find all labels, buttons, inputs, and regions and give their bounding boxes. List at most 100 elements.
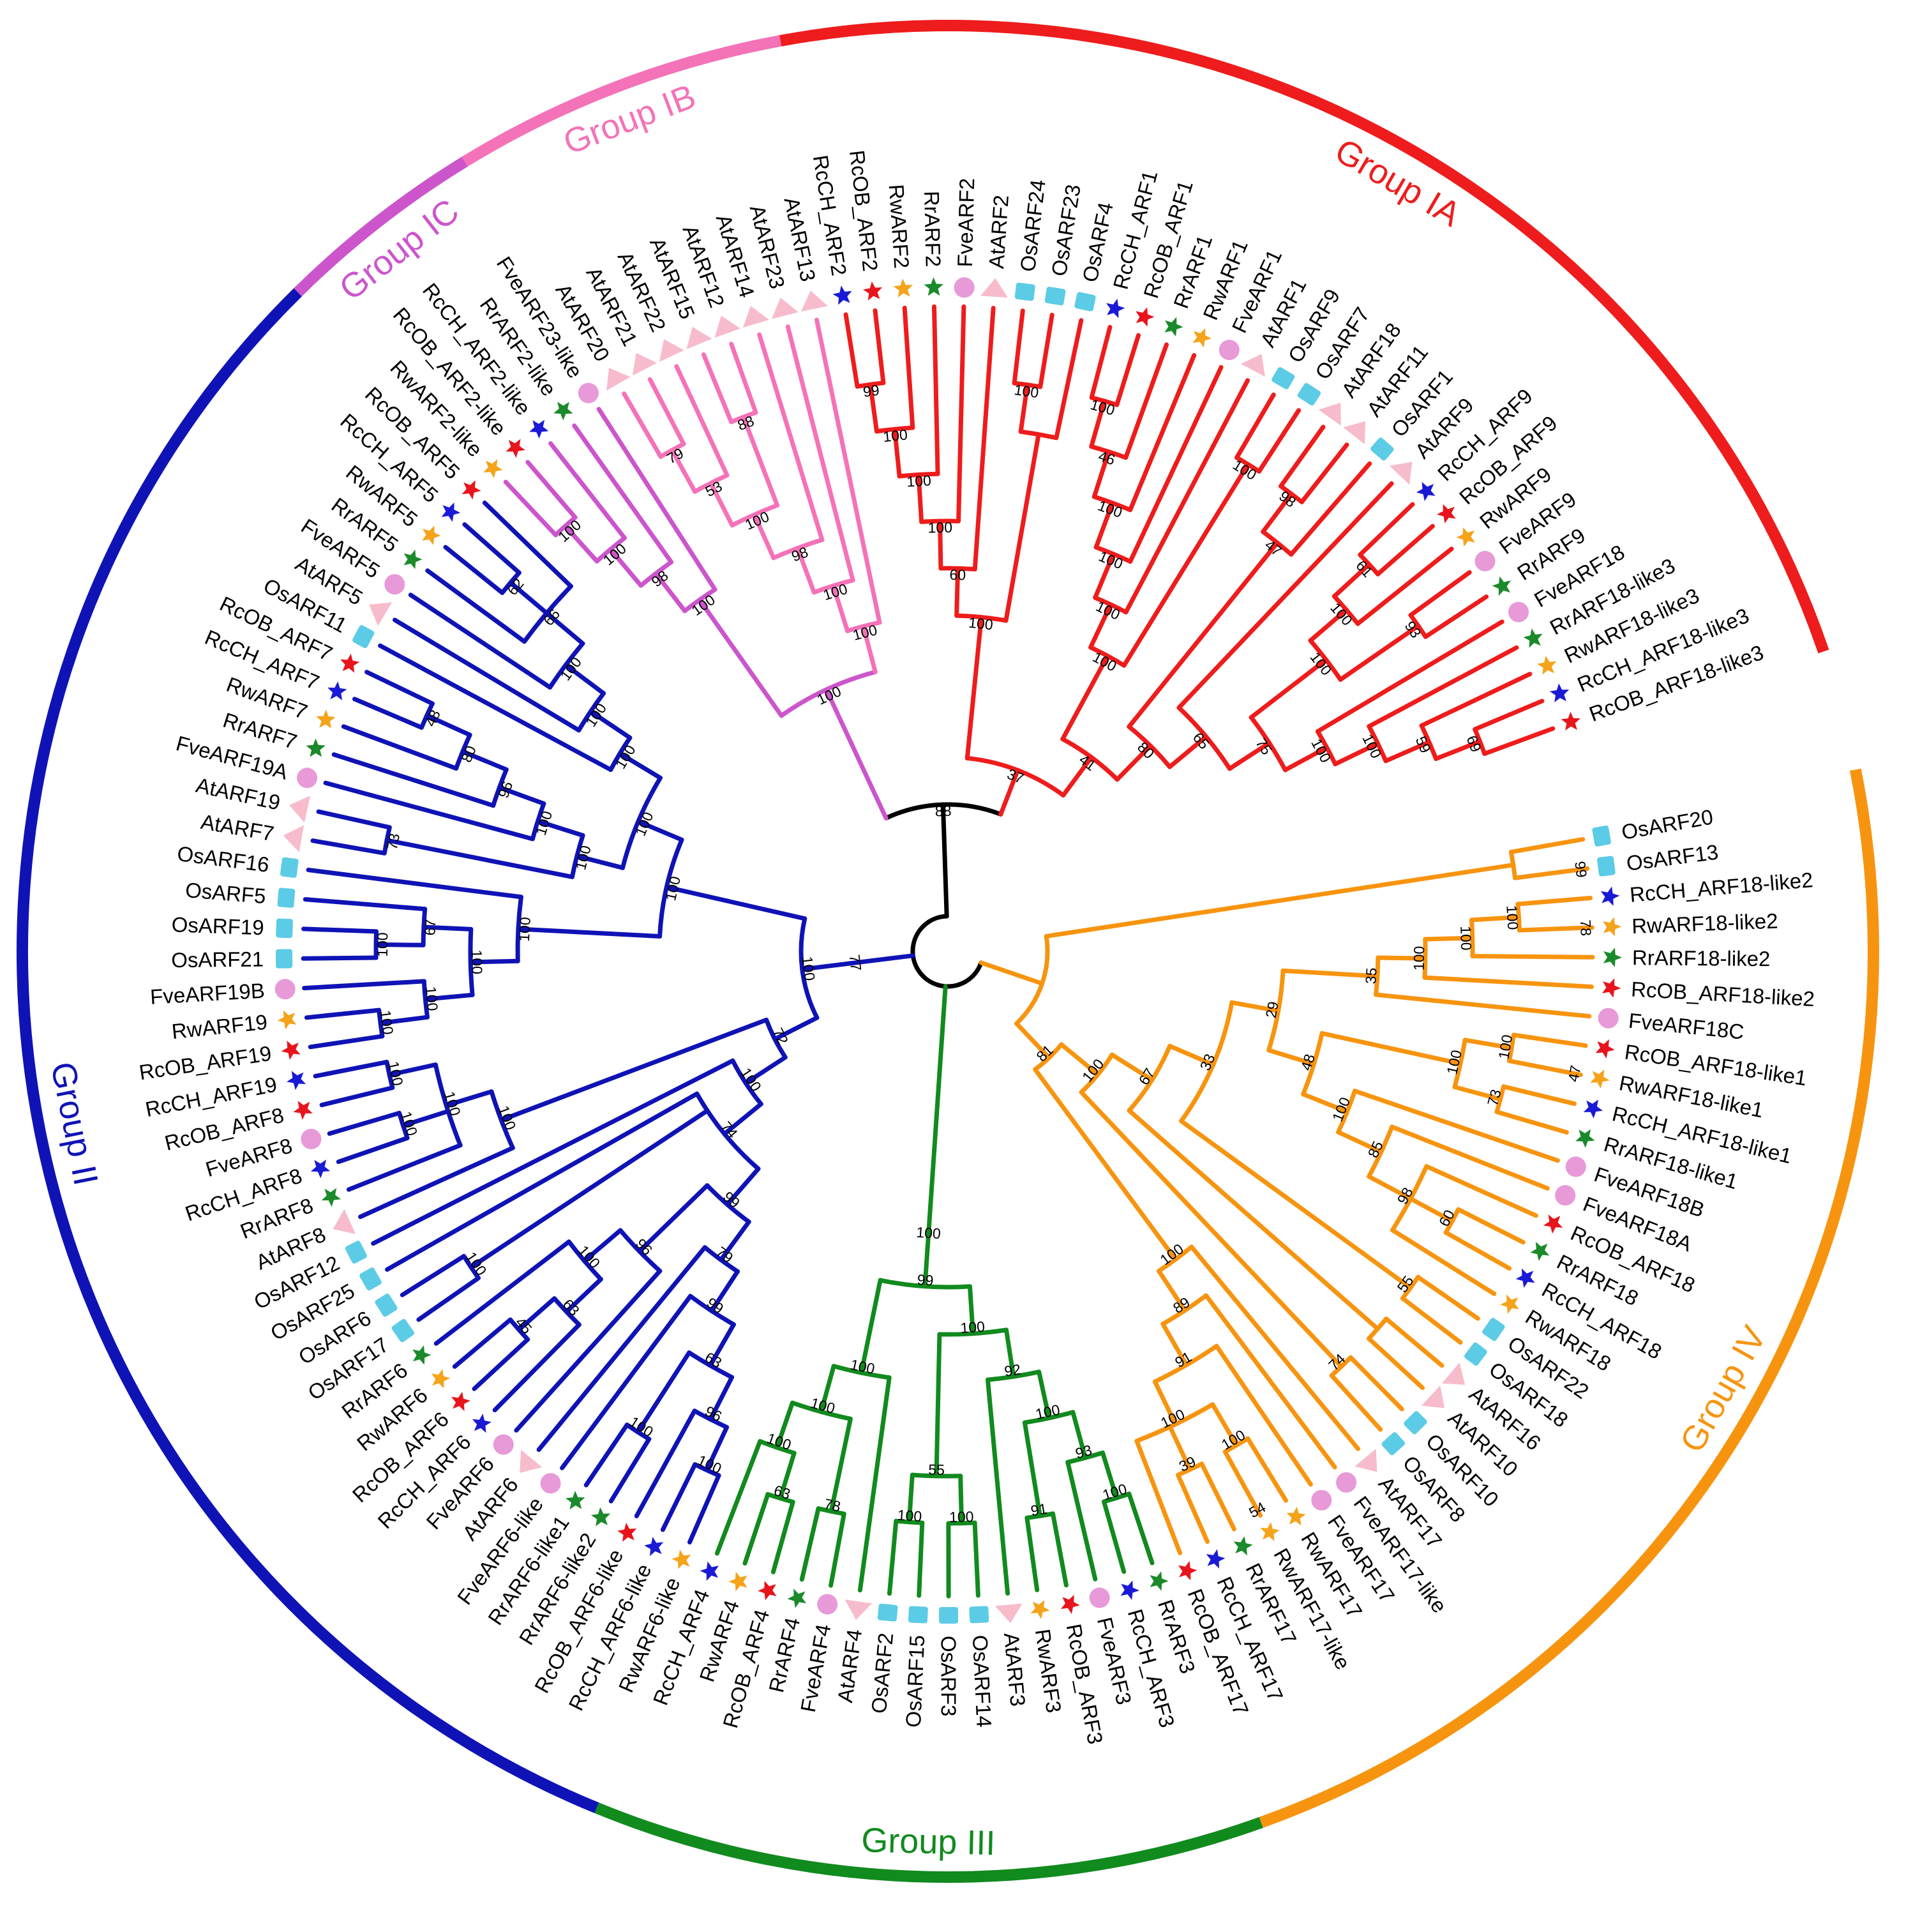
leaf-branch [1508, 837, 1586, 854]
at-triangle-icon [606, 368, 631, 391]
internal-branch [1301, 1092, 1349, 1114]
rw-star-icon [728, 1571, 747, 1592]
internal-branch [819, 1364, 836, 1414]
leaf-branch [1419, 672, 1533, 728]
bootstrap-value: 100 [960, 1318, 986, 1336]
leaf-branch [1134, 1438, 1183, 1555]
leaf-label-atarf3: AtARF3 [1000, 1632, 1030, 1707]
internal-branch [635, 1350, 692, 1435]
leaf-branch [385, 1091, 700, 1272]
internal-branch [1060, 653, 1110, 741]
leaf-branch [352, 697, 424, 730]
leaf-branch [303, 897, 428, 912]
leaf-label-osarf2: OsARF2 [867, 1632, 897, 1714]
group-ring [17, 20, 1879, 1883]
leaf-branch [757, 332, 825, 542]
internal-branch [1249, 657, 1328, 720]
rw-star-icon [1286, 1506, 1306, 1526]
internal-branch [718, 1219, 751, 1262]
leaf-label-rrarf4: RrARF4 [764, 1615, 804, 1694]
rw-star-icon [277, 1010, 297, 1030]
leaf-branch [1470, 954, 1595, 960]
bootstrap-value: 100 [1495, 1034, 1515, 1060]
leaf-label-rwarf2: RwARF2 [885, 183, 914, 269]
leaf-branch [1222, 1449, 1263, 1518]
rr-star-icon [306, 738, 326, 757]
rr-star-icon [1530, 1242, 1550, 1261]
bootstrap-value: 63 [702, 1348, 724, 1371]
internal-branch [916, 472, 924, 524]
bootstrap-value: 75 [1252, 735, 1275, 758]
os-square-icon [1482, 1318, 1505, 1341]
rw-star-icon [316, 709, 336, 728]
bootstrap-value: 100 [385, 1060, 407, 1087]
at-triangle-icon [1422, 1385, 1445, 1408]
leaf-branch [1358, 502, 1415, 557]
os-square-icon [1404, 1411, 1427, 1435]
bootstrap-value: 100 [1457, 926, 1474, 951]
leaf-branch [536, 1245, 707, 1453]
leaf-branch [371, 1058, 735, 1246]
leaf-branch [1473, 698, 1545, 732]
leaf-branch [770, 1500, 795, 1574]
at-triangle-icon [1441, 1362, 1466, 1385]
bootstrap-value: 92 [1003, 1361, 1022, 1380]
rcob-star-icon [461, 480, 481, 500]
internal-branch [499, 1017, 769, 1122]
rcch-star-icon [700, 1561, 719, 1581]
internal-branch [1109, 1052, 1155, 1082]
leaf-branch [1189, 1244, 1361, 1451]
internal-branch [708, 1322, 736, 1368]
internal-branch [508, 580, 549, 615]
leaf-branch [1511, 1032, 1588, 1048]
bootstrap-value: 100 [377, 1009, 397, 1036]
bootstrap-value: 100 [582, 700, 610, 730]
os-square-icon [1592, 826, 1611, 847]
leaf-branch [1506, 1059, 1583, 1077]
leaf-label-osarf13: OsARF13 [1625, 840, 1720, 875]
at-triangle-icon [289, 796, 311, 823]
fve-circle-icon [578, 382, 599, 404]
internal-branch [1227, 741, 1272, 771]
leaf-branch [482, 501, 573, 589]
bootstrap-value: 100 [849, 1356, 876, 1377]
rcob-star-icon [1437, 504, 1456, 524]
leaf-branch [443, 545, 505, 595]
internal-branch [444, 1089, 494, 1108]
internal-branch [1319, 1030, 1463, 1066]
bootstrap-value: 99 [917, 1271, 934, 1289]
fve-circle-icon [297, 767, 318, 789]
leaf-branch [972, 306, 996, 571]
leaf-branch [1390, 1228, 1497, 1296]
leaf-branch [316, 809, 392, 830]
rcob-star-icon [758, 1581, 777, 1601]
leaf-branch [1501, 1084, 1577, 1106]
os-square-icon [1597, 856, 1616, 877]
internal-branch [1127, 1108, 1380, 1331]
bootstrap-value: 72 [769, 1025, 791, 1048]
leaf-branch [1127, 1491, 1155, 1566]
leaf-label-rcch-arf18-like2: RcCH_ARF18-like2 [1629, 868, 1814, 907]
internal-branch [1089, 398, 1107, 449]
rw-star-icon [483, 459, 503, 478]
leaf-label-fvearf2: FveARF2 [953, 178, 979, 268]
rr-star-icon [1575, 1129, 1595, 1148]
bootstrap-value: 100 [916, 1224, 941, 1242]
rcob-star-icon [863, 281, 883, 301]
os-square-icon [1370, 437, 1394, 461]
leaf-label-fvearf18c: FveARF18C [1628, 1009, 1745, 1044]
rr-star-icon [412, 1345, 431, 1365]
leaf-branch [1176, 481, 1394, 710]
fve-circle-icon [493, 1434, 514, 1455]
internal-branch [1167, 1424, 1192, 1472]
internal-branch [1093, 552, 1116, 600]
bootstrap-value: 79 [664, 444, 686, 467]
internal-branch [709, 1269, 740, 1313]
bootstrap-value: 100 [695, 1452, 724, 1477]
group-ring-iv [1259, 768, 1879, 1828]
bootstrap-value: 100 [1359, 732, 1384, 761]
rcob-star-icon [340, 653, 360, 673]
leaf-branch [799, 1506, 821, 1582]
internal-branch [954, 566, 961, 618]
leaf-label-rwarf3: RwARF3 [1031, 1627, 1066, 1714]
